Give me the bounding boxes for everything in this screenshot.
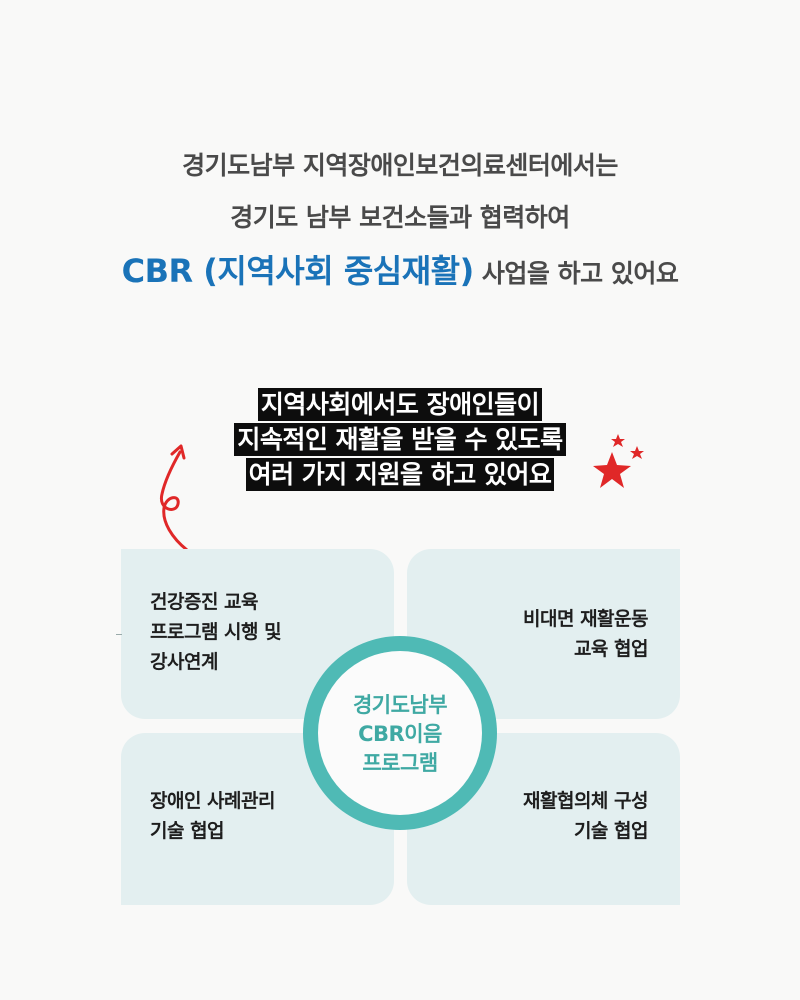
quadrant-line: 비대면 재활운동 — [523, 608, 648, 630]
quadrant-line: 재활협의체 구성 — [523, 790, 648, 812]
hub-line: 프로그램 — [362, 751, 438, 775]
quadrant-line: 교육 협업 — [573, 638, 649, 660]
quadrant-bottom-left-text: 장애인 사례관리 기술 협업 — [150, 786, 275, 846]
callout: 지역사회에서도 장애인들이 지속적인 재활을 받을 수 있도록 여러 가지 지원… — [0, 388, 800, 493]
quadrant-line: 기술 협업 — [150, 820, 225, 842]
hub-inner: 경기도남부 CBR이음 프로그램 — [318, 651, 482, 815]
stars-icon — [593, 434, 644, 488]
hub-line: 경기도남부 — [352, 693, 448, 717]
program-hub-circle: 경기도남부 CBR이음 프로그램 — [303, 636, 497, 830]
quadrant-line: 건강증진 교육 — [150, 591, 259, 613]
quadrant-bottom-right-text: 재활협의체 구성 기술 협업 — [523, 786, 648, 846]
cbr-highlight: CBR (지역사회 중심재활) — [121, 252, 475, 290]
intro-line-2: 경기도 남부 보건소들과 협력하여 — [230, 203, 570, 232]
divider-tick — [116, 634, 122, 635]
quadrant-line: 프로그램 시행 및 — [150, 621, 282, 643]
quadrant-line: 장애인 사례관리 — [150, 790, 275, 812]
callout-line: 지속적인 재활을 받을 수 있도록 — [234, 423, 566, 456]
intro-line-3-rest: 사업을 하고 있어요 — [473, 259, 679, 288]
quadrant-top-left-text: 건강증진 교육 프로그램 시행 및 강사연계 — [150, 587, 282, 677]
quadrant-line: 강사연계 — [150, 651, 218, 673]
quadrant-top-right-text: 비대면 재활운동 교육 협업 — [523, 604, 648, 664]
callout-line: 지역사회에서도 장애인들이 — [257, 388, 543, 421]
callout-line: 여러 가지 지원을 하고 있어요 — [245, 458, 555, 491]
curly-arrow-icon — [159, 444, 189, 552]
intro-line-1: 경기도남부 지역장애인보건의료센터에서는 — [182, 151, 618, 180]
quadrant-line: 기술 협업 — [573, 820, 649, 842]
intro-line-3: CBR (지역사회 중심재활) 사업을 하고 있어요 — [0, 246, 800, 292]
hub-line: CBR이음 — [358, 722, 442, 746]
hub-title: 경기도남부 CBR이음 프로그램 — [318, 691, 482, 778]
